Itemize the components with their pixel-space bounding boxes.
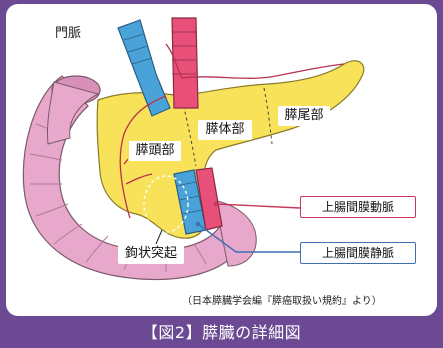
sma-dot — [214, 202, 218, 206]
portal-vein-label: 門脈 — [55, 22, 81, 41]
figure-frame: 門脈 膵頭部 膵体部 膵尾部 鉤状突起 上腸間膜動脈 上腸間膜静脈 （日本膵臓学… — [6, 4, 437, 316]
uncinate-process-label: 鉤状突起 — [118, 244, 184, 264]
figure-caption: 【図2】膵臓の詳細図 — [0, 318, 443, 348]
source-note: （日本膵臓学会編『膵癌取扱い規約』より） — [182, 292, 382, 307]
smv-label-box: 上腸間膜静脈 — [300, 242, 416, 264]
pancreas-tail-label: 膵尾部 — [278, 106, 330, 126]
pancreas-head-label: 膵頭部 — [128, 140, 182, 162]
pancreas-diagram — [6, 4, 437, 316]
sma-label-box: 上腸間膜動脈 — [300, 196, 416, 218]
pancreas-body-label: 膵体部 — [198, 120, 252, 140]
uncinate-pointer — [156, 230, 162, 244]
smv-dot — [196, 222, 200, 226]
